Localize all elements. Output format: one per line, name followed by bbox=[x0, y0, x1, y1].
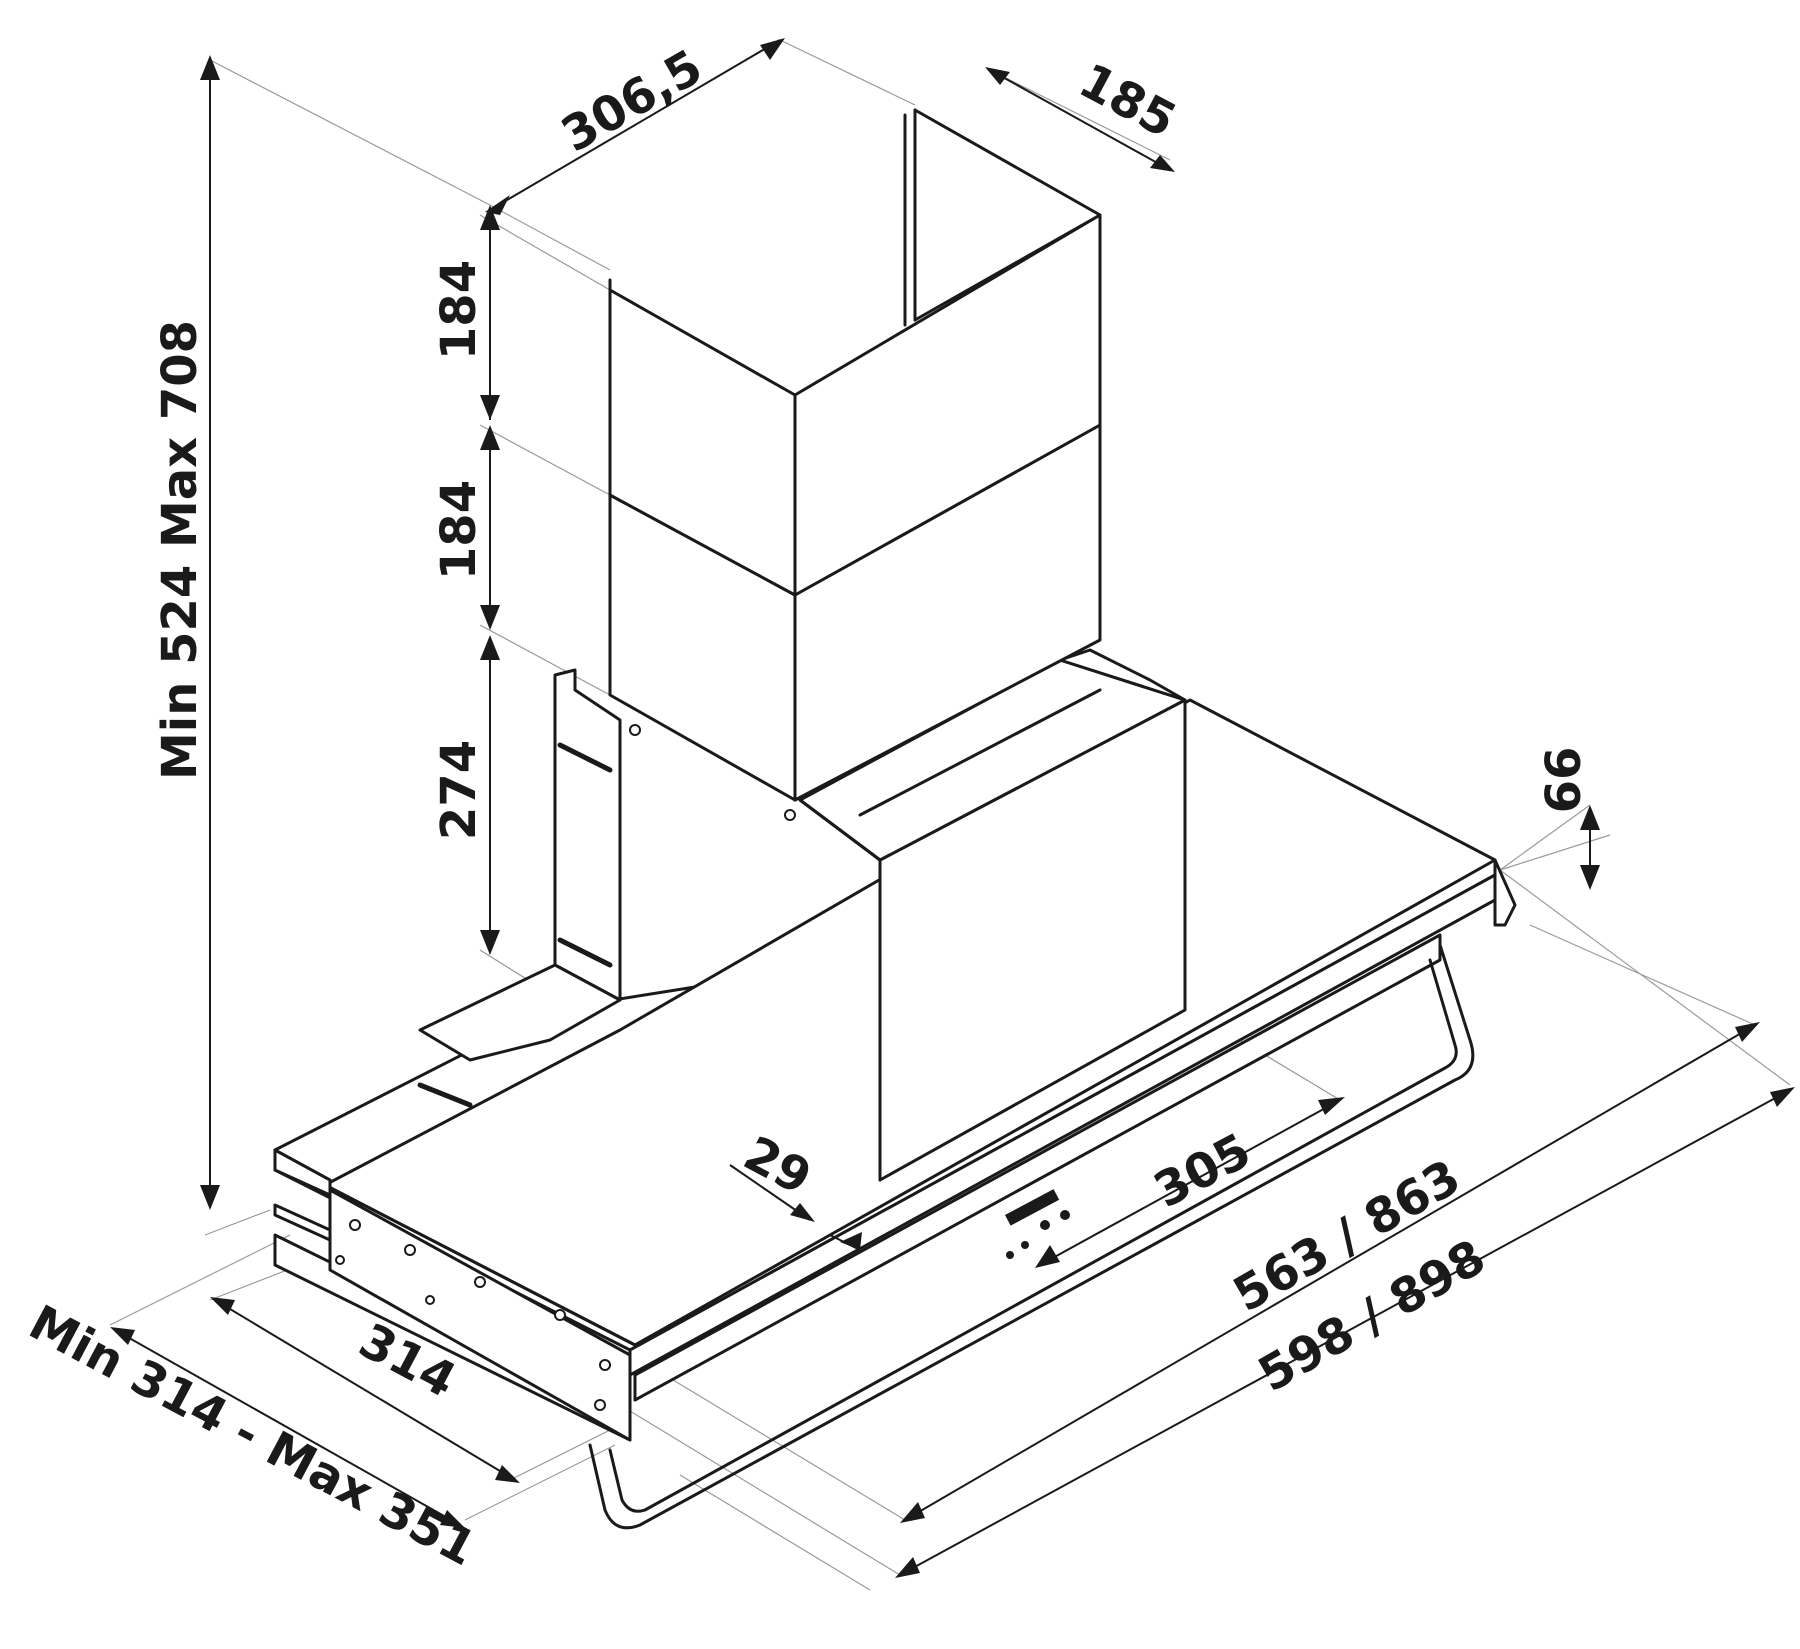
front-depth-label: 305 bbox=[1145, 1123, 1260, 1219]
dimension-lines bbox=[110, 38, 1795, 1578]
upper-chimney-height-label: 184 bbox=[431, 260, 487, 360]
bracket-height-label: 274 bbox=[431, 740, 487, 840]
control-panel bbox=[1004, 1189, 1070, 1259]
canopy-thickness-label: 66 bbox=[1536, 747, 1592, 814]
wall-bracket bbox=[417, 668, 622, 1108]
lower-chimney-height-label: 184 bbox=[431, 480, 487, 580]
chimney-depth-label: 185 bbox=[1070, 53, 1185, 149]
chimney-width-label: 306,5 bbox=[552, 39, 711, 163]
motor-housing bbox=[798, 648, 1187, 1182]
total-height-label: Min 524 Max 708 bbox=[152, 320, 208, 780]
chimney-upper bbox=[608, 108, 1102, 821]
